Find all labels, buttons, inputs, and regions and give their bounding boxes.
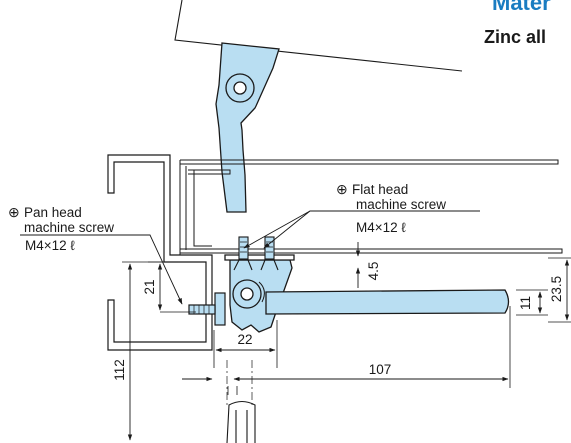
dimension-lines bbox=[127, 242, 570, 441]
pan-head-callout: ⊕ Pan head machine screw M4×12 ℓ bbox=[8, 204, 114, 253]
callout-leaders bbox=[20, 210, 480, 305]
flat-head-line2: machine screw bbox=[356, 197, 446, 212]
lower-arm bbox=[265, 289, 510, 315]
material-title: Mater bbox=[492, 0, 551, 15]
bottom-stem bbox=[226, 400, 256, 443]
cabinet-frame-profile bbox=[107, 154, 213, 351]
dim-21: 21 bbox=[142, 279, 157, 294]
dim-22: 22 bbox=[237, 332, 252, 347]
flat-head-symbol: ⊕ bbox=[336, 181, 348, 197]
dim-107: 107 bbox=[369, 362, 392, 377]
cabinet-shelf-panels bbox=[179, 159, 563, 255]
flat-head-callout: ⊕ Flat head machine screw M4×12 ℓ bbox=[336, 181, 446, 235]
extension-lines bbox=[122, 257, 571, 395]
dim-23-5: 23.5 bbox=[549, 276, 564, 302]
upper-arm-bracket bbox=[215, 42, 280, 213]
center-lines bbox=[226, 360, 253, 405]
pan-head-line1: Pan head bbox=[24, 205, 82, 220]
pan-head-symbol: ⊕ bbox=[8, 204, 20, 220]
material-value: Zinc all bbox=[484, 27, 546, 47]
flat-head-spec: M4×12 ℓ bbox=[356, 220, 406, 235]
flat-head-line1: Flat head bbox=[352, 182, 408, 197]
dim-4-5: 4.5 bbox=[366, 262, 381, 281]
dim-11: 11 bbox=[518, 296, 533, 310]
pan-head-spec: M4×12 ℓ bbox=[25, 238, 75, 253]
pan-head-leader bbox=[20, 234, 183, 305]
lower-hinge bbox=[224, 254, 295, 333]
dimension-labels: 112 21 22 107 4.5 11 23.5 bbox=[112, 262, 564, 381]
cabinet-door-panel bbox=[174, 0, 463, 72]
pan-head-line2: machine screw bbox=[24, 220, 114, 235]
dim-112: 112 bbox=[112, 359, 127, 381]
pan-head-screw bbox=[188, 292, 226, 326]
